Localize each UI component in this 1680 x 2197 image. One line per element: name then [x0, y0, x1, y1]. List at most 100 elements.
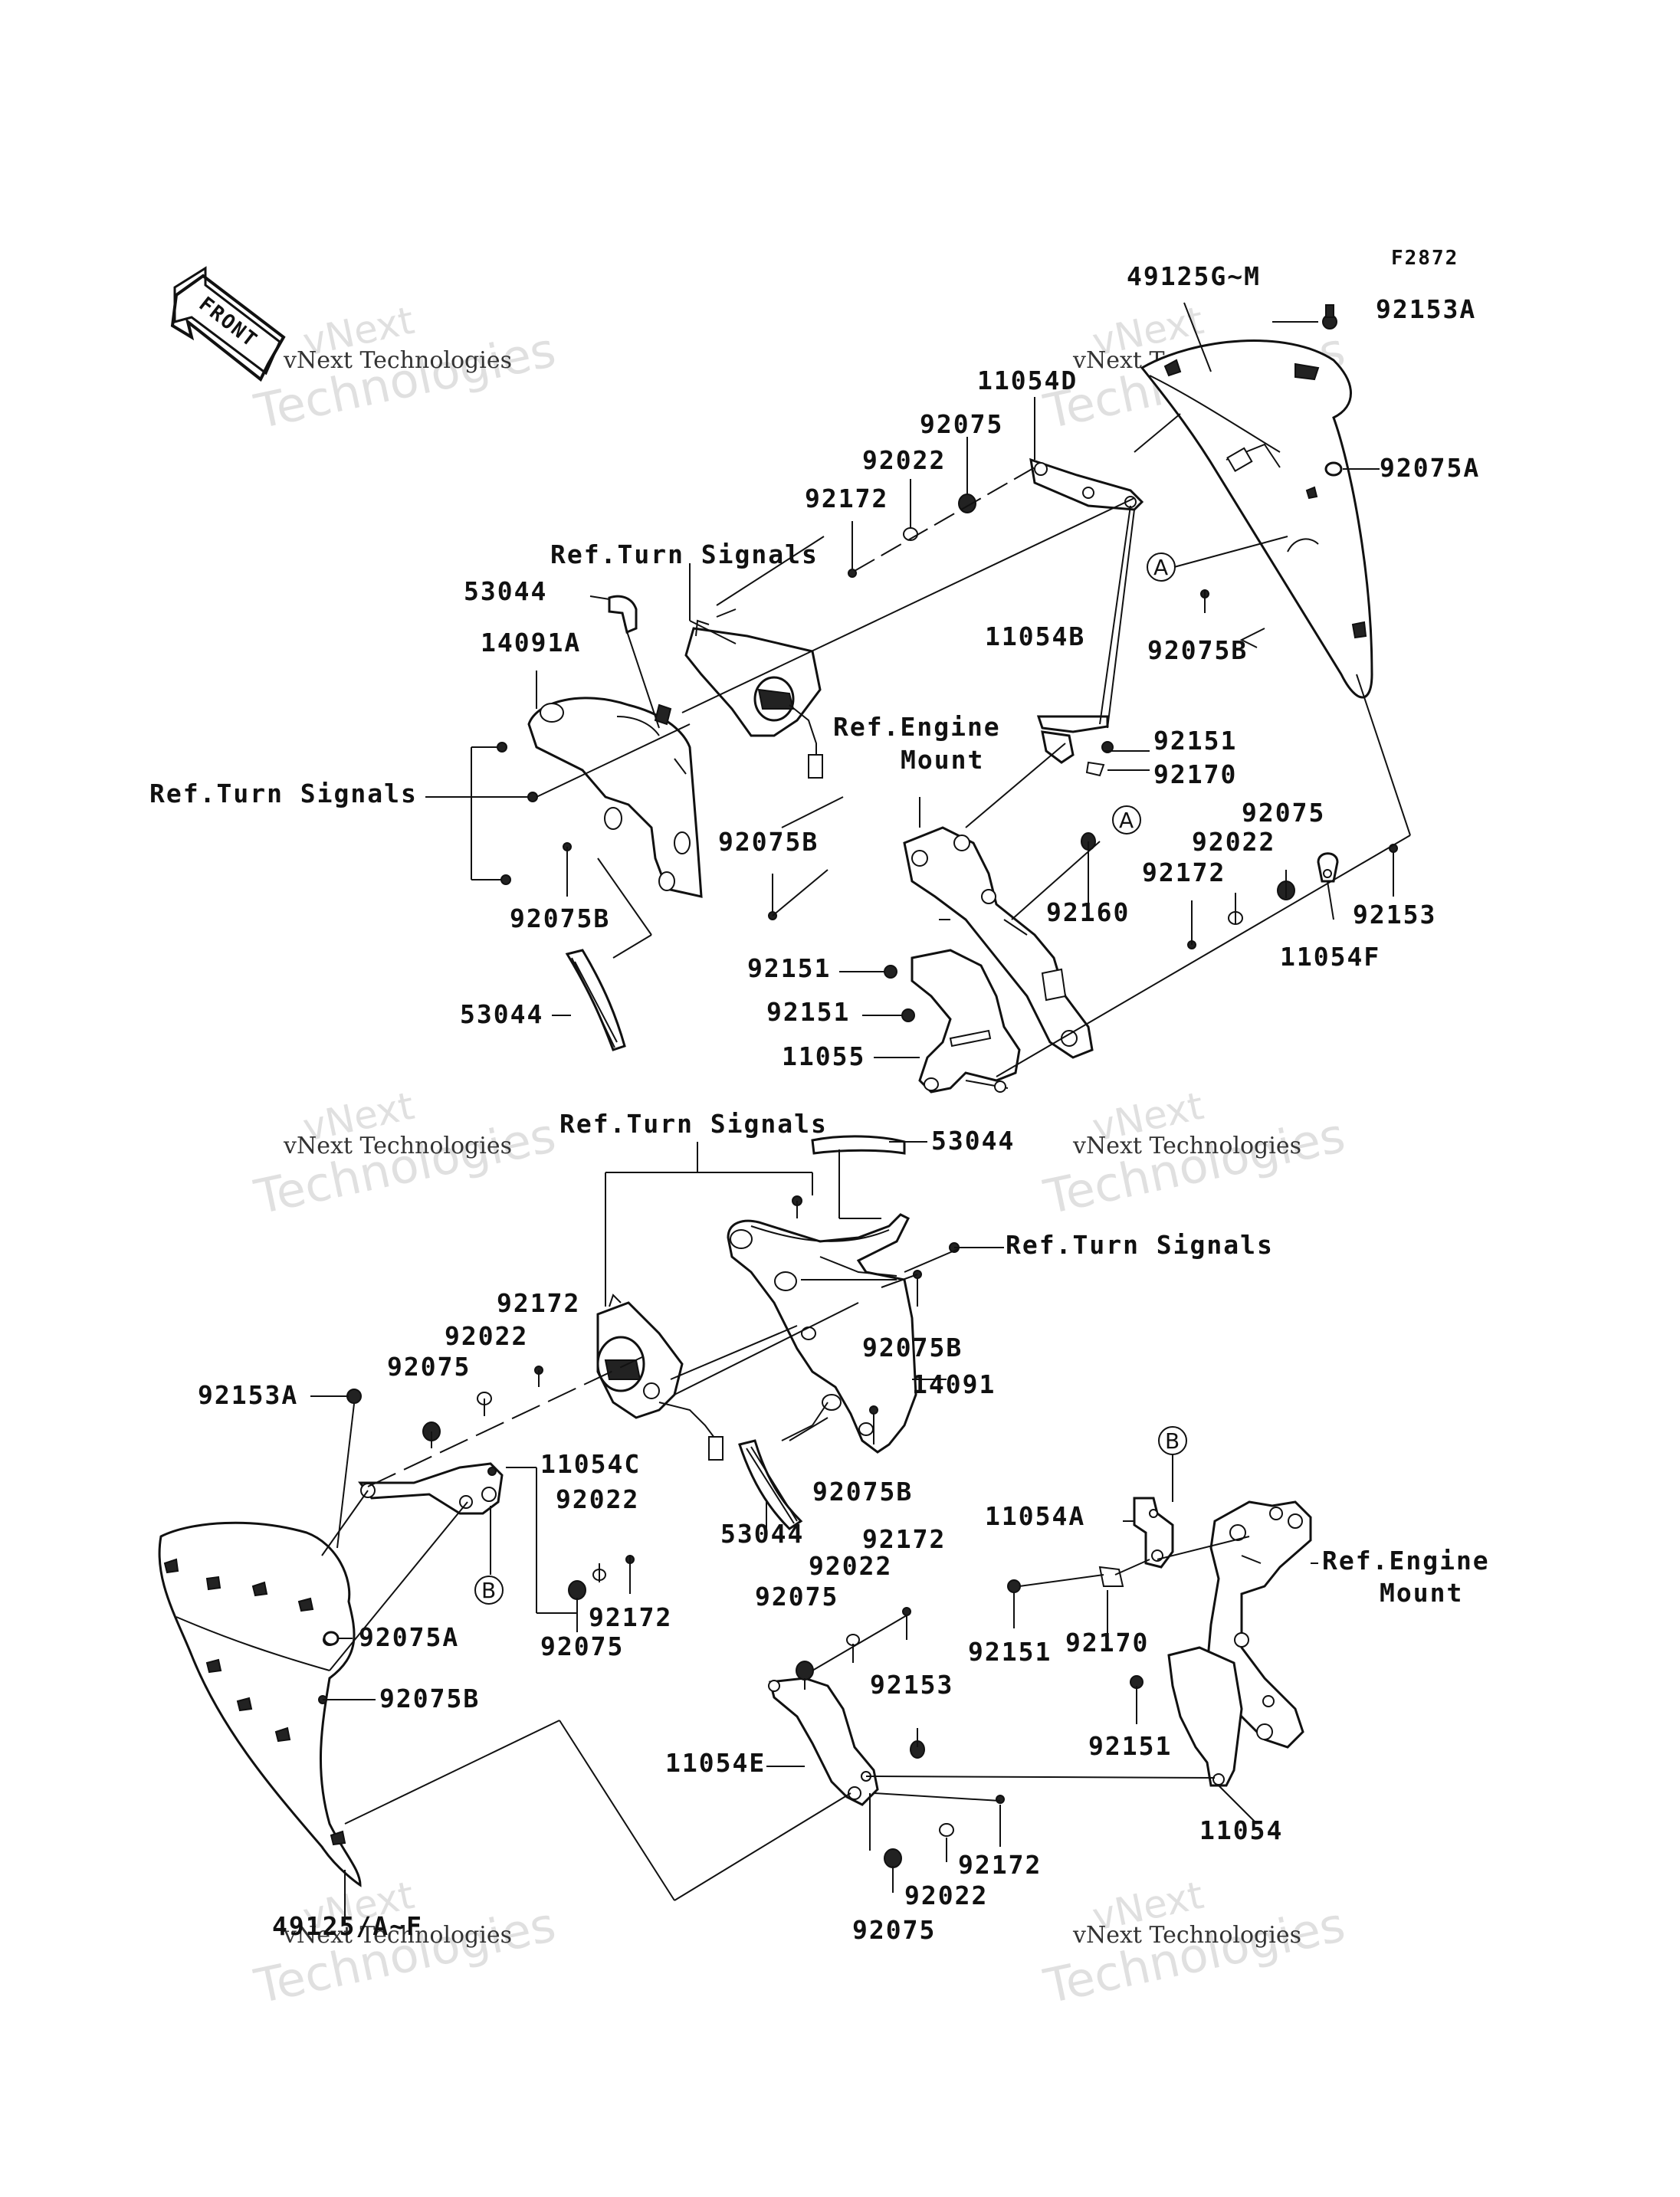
engine-mount-top [903, 826, 1094, 1059]
duct-tube-53044-top [608, 595, 638, 635]
side-cowl-right [1140, 339, 1373, 699]
label-92153A: 92153A [1376, 294, 1476, 324]
label-92075B: 92075B [379, 1684, 480, 1713]
label-92075B: 92075B [812, 1477, 913, 1507]
leader-lines-top [425, 302, 1411, 1077]
label-92075B: 92075B [862, 1333, 963, 1362]
label-ref-engine-mount: Ref.Engine [833, 712, 1001, 742]
label-14091A: 14091A [481, 628, 581, 657]
bracket-11054C [358, 1462, 504, 1515]
label-92075B: 92075B [718, 827, 819, 857]
side-cowl-left [158, 1521, 362, 1887]
label-53044: 53044 [720, 1519, 804, 1549]
label-92172: 92172 [1142, 857, 1226, 887]
label-92022: 92022 [809, 1551, 892, 1581]
label-92151: 92151 [766, 997, 850, 1027]
label-11054F: 11054F [1280, 942, 1380, 972]
bottom-assembly: B [158, 1109, 1490, 1945]
turn-signal-bottom [596, 1294, 724, 1461]
clip-92170 [1085, 761, 1105, 777]
label-92022: 92022 [1192, 827, 1275, 857]
watermark-text: vNext Technologies [283, 347, 512, 374]
labels-top: 49125G~M 92153A 11054D 92075 92022 92172… [149, 261, 1480, 1071]
label-92170: 92170 [1065, 1628, 1149, 1658]
label-53044: 53044 [464, 576, 547, 606]
front-arrow-icon: FRONT [170, 266, 286, 382]
label-53044: 53044 [931, 1126, 1015, 1156]
marker-a [1112, 805, 1141, 835]
label-14091: 14091 [912, 1369, 996, 1399]
label-49125AF: 49125/A~F [272, 1911, 423, 1941]
top-assembly: A A [149, 261, 1480, 1094]
washer-92075A-bottom [323, 1631, 340, 1646]
watermark-text: vNext Technologies [283, 1922, 512, 1949]
label-11054B: 11054B [985, 621, 1085, 651]
label-92075A: 92075A [1380, 453, 1480, 483]
label-92075: 92075 [755, 1582, 838, 1612]
label-53044: 53044 [460, 999, 543, 1029]
label-92151: 92151 [968, 1637, 1052, 1667]
label-92151: 92151 [747, 953, 831, 983]
bolt-92151-bottom [1007, 1579, 1021, 1593]
figure-code: F2872 [1391, 247, 1459, 270]
label-92075: 92075 [1242, 798, 1325, 828]
inner-cowl-14091 [727, 1213, 917, 1454]
label-92172: 92172 [862, 1524, 946, 1554]
watermark-text: vNext Technologies [1072, 1133, 1301, 1159]
label-11055: 11055 [782, 1041, 865, 1071]
label-ref-turn-signals: Ref.Turn Signals [149, 779, 418, 808]
label-92075B: 92075B [1147, 635, 1248, 665]
label-92075A: 92075A [359, 1622, 459, 1652]
label-11054E: 11054E [665, 1748, 766, 1778]
labels-bottom: Ref.Turn Signals 53044 Ref.Turn Signals … [198, 1109, 1490, 1945]
label-92153: 92153 [870, 1670, 953, 1700]
label-92022: 92022 [445, 1321, 528, 1351]
label-92172: 92172 [958, 1850, 1042, 1880]
watermark-text: vNext Technologies [1072, 1922, 1301, 1949]
bracket-11054D [1029, 457, 1144, 511]
bracket-11054B [1036, 715, 1114, 777]
washer-92075A [1324, 461, 1343, 477]
label-ref-engine-mount: Ref.Engine [1322, 1546, 1490, 1576]
bolt-92151-c [901, 1008, 915, 1022]
label-92170: 92170 [1153, 759, 1237, 789]
label-92022: 92022 [862, 445, 946, 475]
label-ref-turn-signals: Ref.Turn Signals [559, 1109, 828, 1139]
marker-a-label: A [1119, 808, 1134, 833]
label-92160: 92160 [1046, 897, 1130, 927]
label-11054C: 11054C [540, 1449, 641, 1479]
bolt-92172 [848, 569, 857, 578]
label-11054D: 11054D [977, 366, 1078, 395]
label-92172: 92172 [805, 484, 888, 513]
duct-tube-53044-bottom [811, 1135, 906, 1155]
label-92075: 92075 [852, 1915, 936, 1945]
turn-signal-top [684, 619, 823, 779]
bolt-92151-b [884, 965, 897, 979]
label-11054: 11054 [1199, 1815, 1283, 1845]
label-92172: 92172 [497, 1288, 580, 1318]
bolt-92151 [1101, 741, 1114, 753]
label-ref-engine-mount: Mount [1380, 1578, 1463, 1608]
label-92075: 92075 [540, 1631, 624, 1661]
bracket-11054E [768, 1677, 879, 1806]
watermarks: vNext Technologies vNext Technologies vN… [249, 298, 1350, 2015]
leader-lines-bottom [310, 1141, 1318, 1923]
label-92151: 92151 [1088, 1731, 1172, 1761]
label-92075: 92075 [920, 409, 1003, 439]
label-92172: 92172 [589, 1602, 672, 1632]
label-92151: 92151 [1153, 726, 1237, 756]
label-92075B: 92075B [510, 903, 610, 933]
label-49125GM: 49125G~M [1127, 261, 1261, 291]
label-ref-engine-mount: Mount [901, 745, 984, 775]
marker-a-label: A [1153, 555, 1168, 580]
inner-cowl-14091A [527, 697, 703, 898]
label-92022: 92022 [904, 1881, 988, 1910]
marker-b-label: B [1165, 1428, 1180, 1454]
bracket-11055 [911, 949, 1021, 1094]
label-92153: 92153 [1353, 900, 1436, 930]
label-ref-turn-signals: Ref.Turn Signals [1006, 1230, 1274, 1260]
screw-92153A-bottom [346, 1389, 362, 1404]
bracket-11054A [1133, 1497, 1174, 1569]
label-92022: 92022 [556, 1484, 639, 1514]
